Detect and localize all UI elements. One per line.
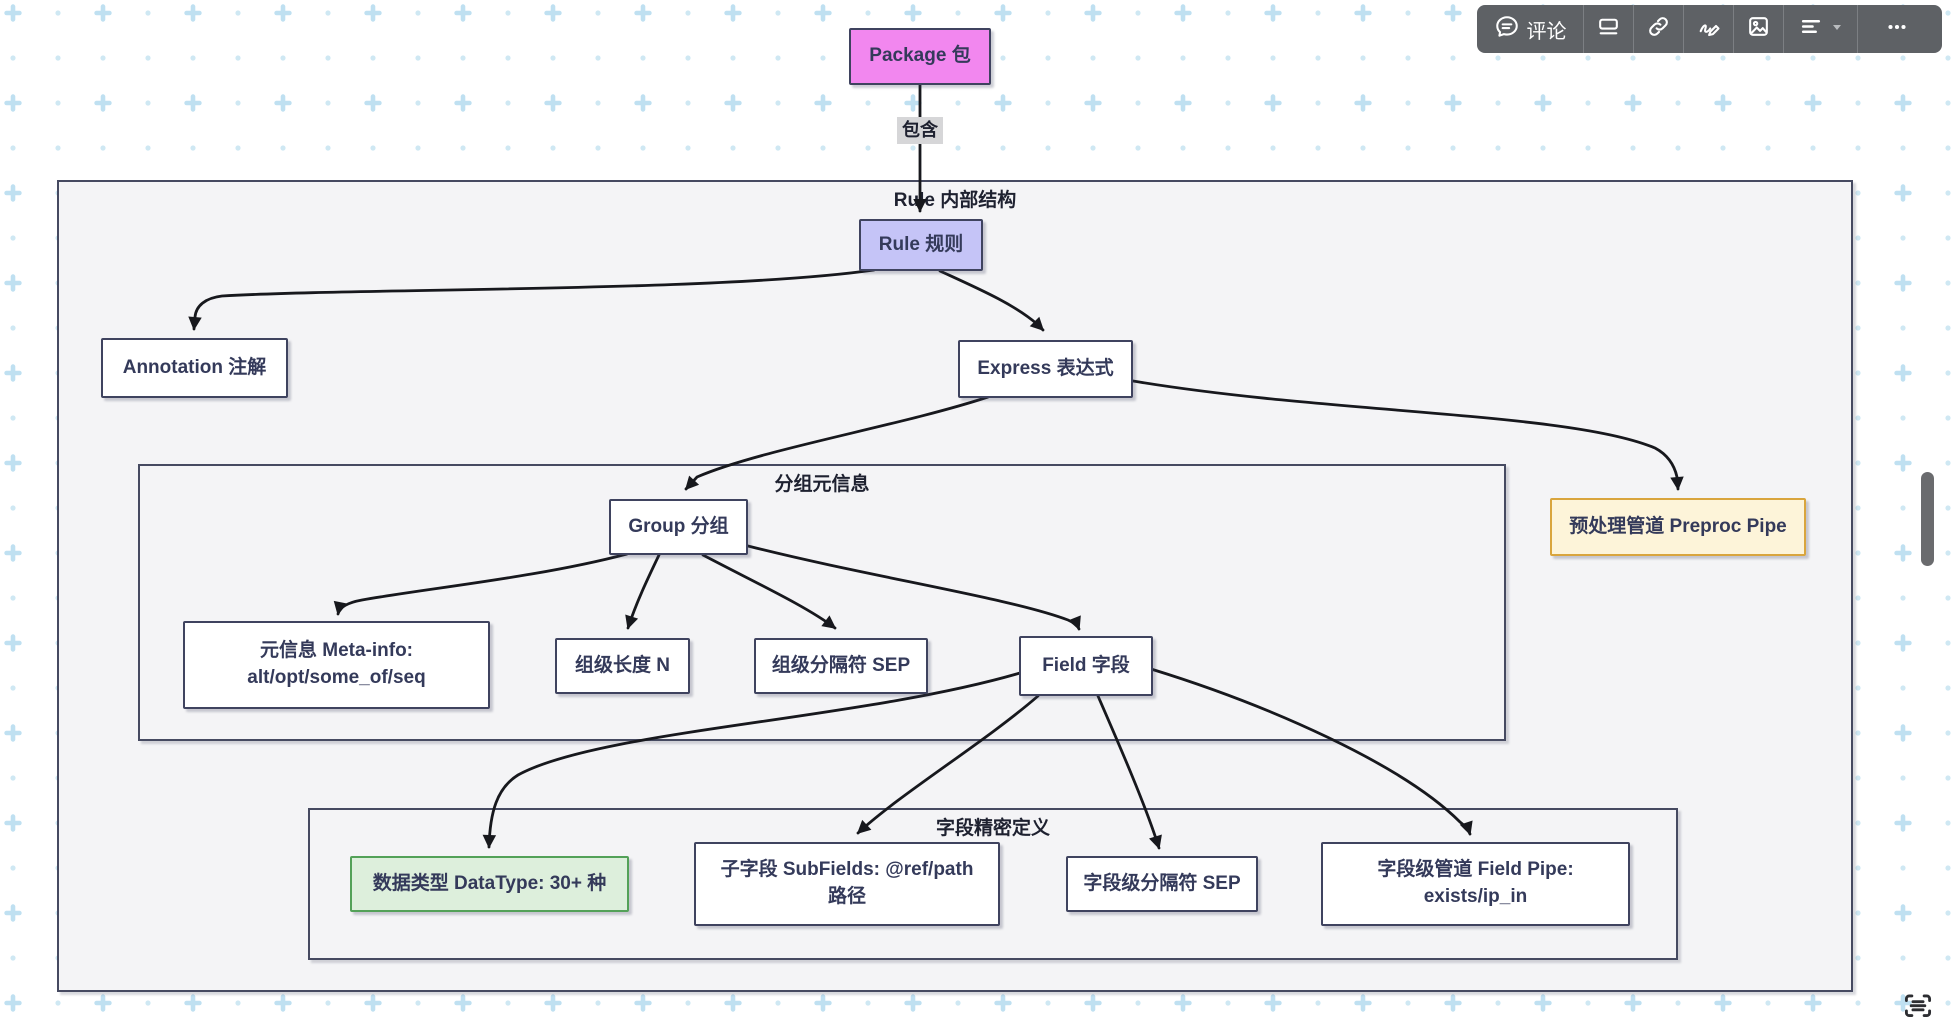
node-subfields[interactable]: 子字段 SubFields: @ref/path 路径 bbox=[694, 842, 1000, 926]
picture-icon bbox=[1746, 14, 1771, 44]
node-rule[interactable]: Rule 规则 bbox=[859, 219, 983, 271]
card-button[interactable] bbox=[1583, 5, 1633, 53]
edge-label-contains: 包含 bbox=[897, 117, 943, 145]
chain-link-icon bbox=[1646, 14, 1671, 44]
vertical-scrollbar-thumb[interactable] bbox=[1921, 472, 1934, 566]
node-express[interactable]: Express 表达式 bbox=[958, 340, 1133, 398]
more-button[interactable] bbox=[1857, 5, 1936, 53]
floating-toolbar: 评论 bbox=[1477, 5, 1942, 53]
node-annotation[interactable]: Annotation 注解 bbox=[101, 338, 288, 398]
node-group-sep[interactable]: 组级分隔符 SEP bbox=[754, 638, 928, 694]
node-preproc-pipe[interactable]: 预处理管道 Preproc Pipe bbox=[1550, 498, 1806, 556]
node-field-pipe[interactable]: 字段级管道 Field Pipe: exists/ip_in bbox=[1321, 842, 1630, 926]
align-button[interactable] bbox=[1783, 5, 1857, 53]
align-left-lines-icon bbox=[1799, 14, 1824, 44]
comment-button-label: 评论 bbox=[1526, 20, 1567, 43]
caret-down-icon bbox=[1831, 20, 1843, 38]
link-button[interactable] bbox=[1633, 5, 1683, 53]
container-group-meta-label: 分组元信息 bbox=[774, 474, 870, 495]
scan-text-button[interactable] bbox=[1898, 990, 1938, 1026]
node-package[interactable]: Package 包 bbox=[849, 28, 991, 85]
node-meta-info[interactable]: 元信息 Meta-info: alt/opt/some_of/seq bbox=[183, 621, 490, 709]
container-field-precise-label: 字段精密定义 bbox=[935, 818, 1051, 839]
comment-button[interactable]: 评论 bbox=[1477, 5, 1583, 53]
node-group-length[interactable]: 组级长度 N bbox=[555, 638, 690, 694]
node-field-sep[interactable]: 字段级分隔符 SEP bbox=[1066, 856, 1258, 912]
container-rule-internal-label: Rule 内部结构 bbox=[893, 190, 1017, 211]
node-group[interactable]: Group 分组 bbox=[609, 499, 748, 555]
scan-text-lines-icon bbox=[1901, 991, 1935, 1026]
draw-button[interactable] bbox=[1683, 5, 1733, 53]
ellipsis-icon bbox=[1884, 14, 1910, 45]
node-datatype[interactable]: 数据类型 DataType: 30+ 种 bbox=[350, 856, 629, 912]
card-lines-icon bbox=[1596, 14, 1621, 44]
comment-bubble-icon bbox=[1494, 14, 1520, 45]
image-button[interactable] bbox=[1733, 5, 1783, 53]
pen-squiggle-icon bbox=[1696, 14, 1721, 44]
node-field[interactable]: Field 字段 bbox=[1019, 636, 1153, 696]
